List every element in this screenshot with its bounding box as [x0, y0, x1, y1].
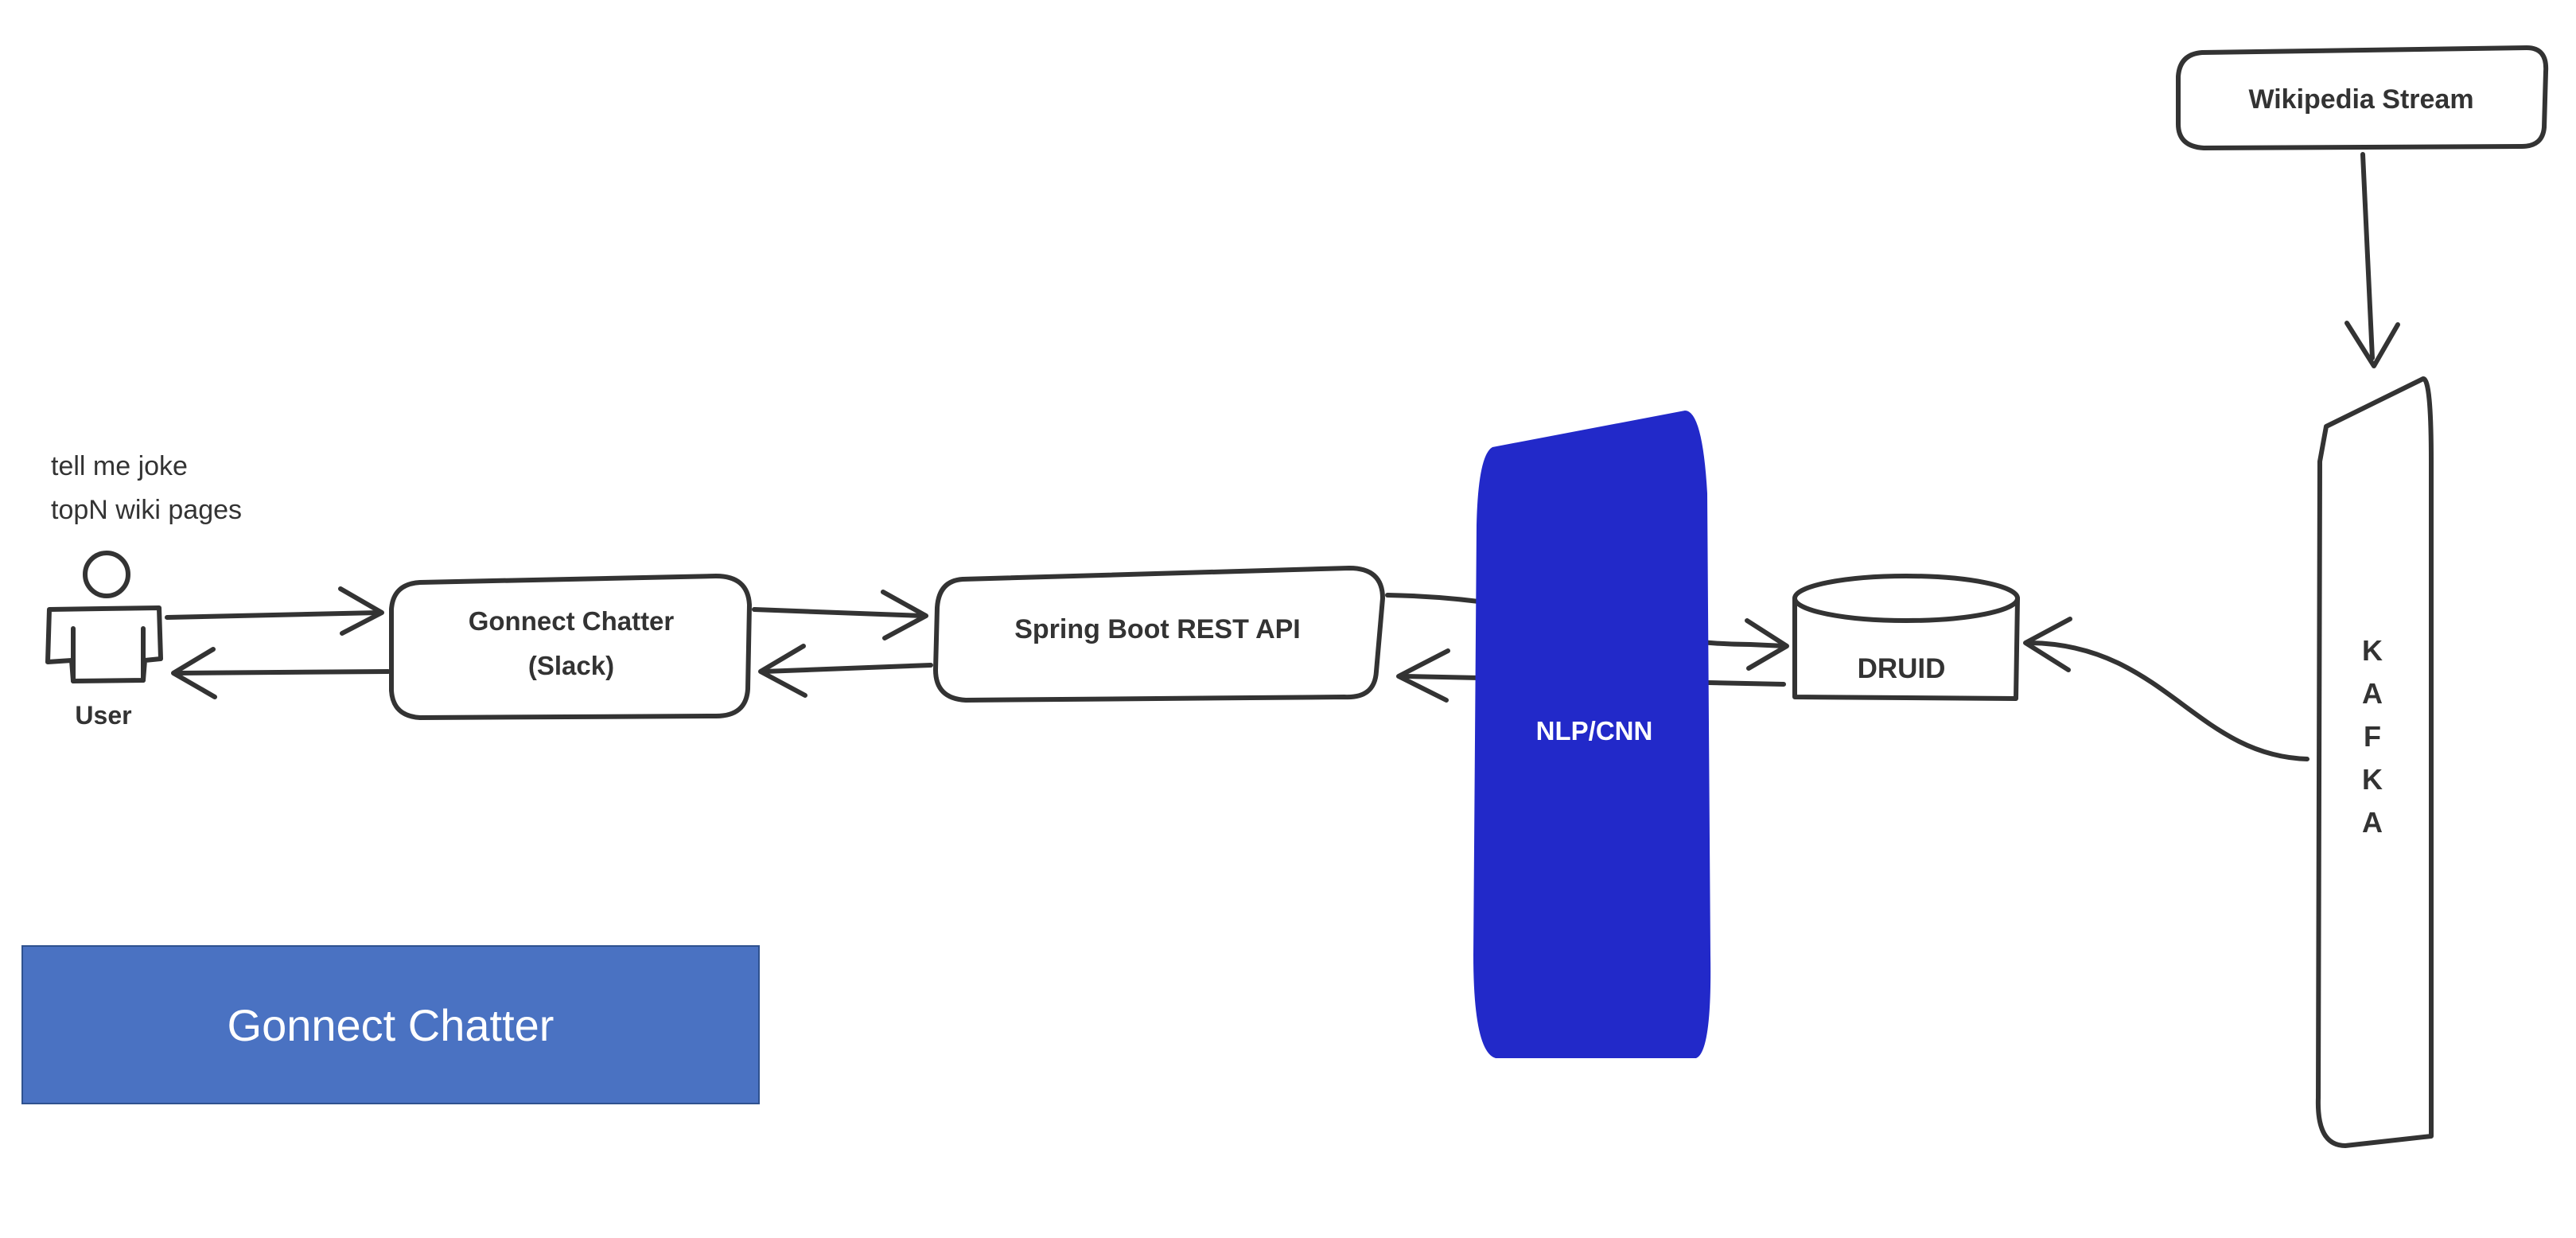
user-label: User — [75, 701, 131, 730]
kafka-letter: K — [2362, 763, 2383, 796]
chatter-label-2: (Slack) — [528, 651, 614, 680]
prompt-line-1: tell me joke — [51, 451, 188, 481]
title-banner: Gonnect Chatter — [21, 945, 760, 1104]
connectors — [165, 152, 2400, 761]
kafka-letters: K A F K A — [2362, 634, 2383, 839]
kafka-letter: A — [2362, 677, 2383, 710]
kafka-letter: A — [2362, 806, 2383, 839]
nlp-cnn-shape — [1473, 411, 1711, 1058]
user-icon — [45, 551, 163, 683]
api-label: Spring Boot REST API — [1014, 614, 1301, 644]
nlp-label: NLP/CNN — [1536, 716, 1653, 746]
druid-label: DRUID — [1858, 653, 1946, 684]
kafka-column — [2315, 376, 2434, 1148]
druid-cylinder — [1792, 574, 2020, 701]
api-box — [933, 566, 1385, 703]
chatter-label-1: Gonnect Chatter — [469, 606, 675, 636]
wiki-box — [2176, 45, 2549, 150]
wiki-label: Wikipedia Stream — [2248, 84, 2473, 115]
prompt-line-2: topN wiki pages — [51, 495, 242, 525]
kafka-letter: F — [2364, 720, 2381, 753]
banner-label: Gonnect Chatter — [227, 999, 555, 1050]
kafka-letter: K — [2362, 634, 2383, 667]
chatter-box — [389, 574, 752, 720]
